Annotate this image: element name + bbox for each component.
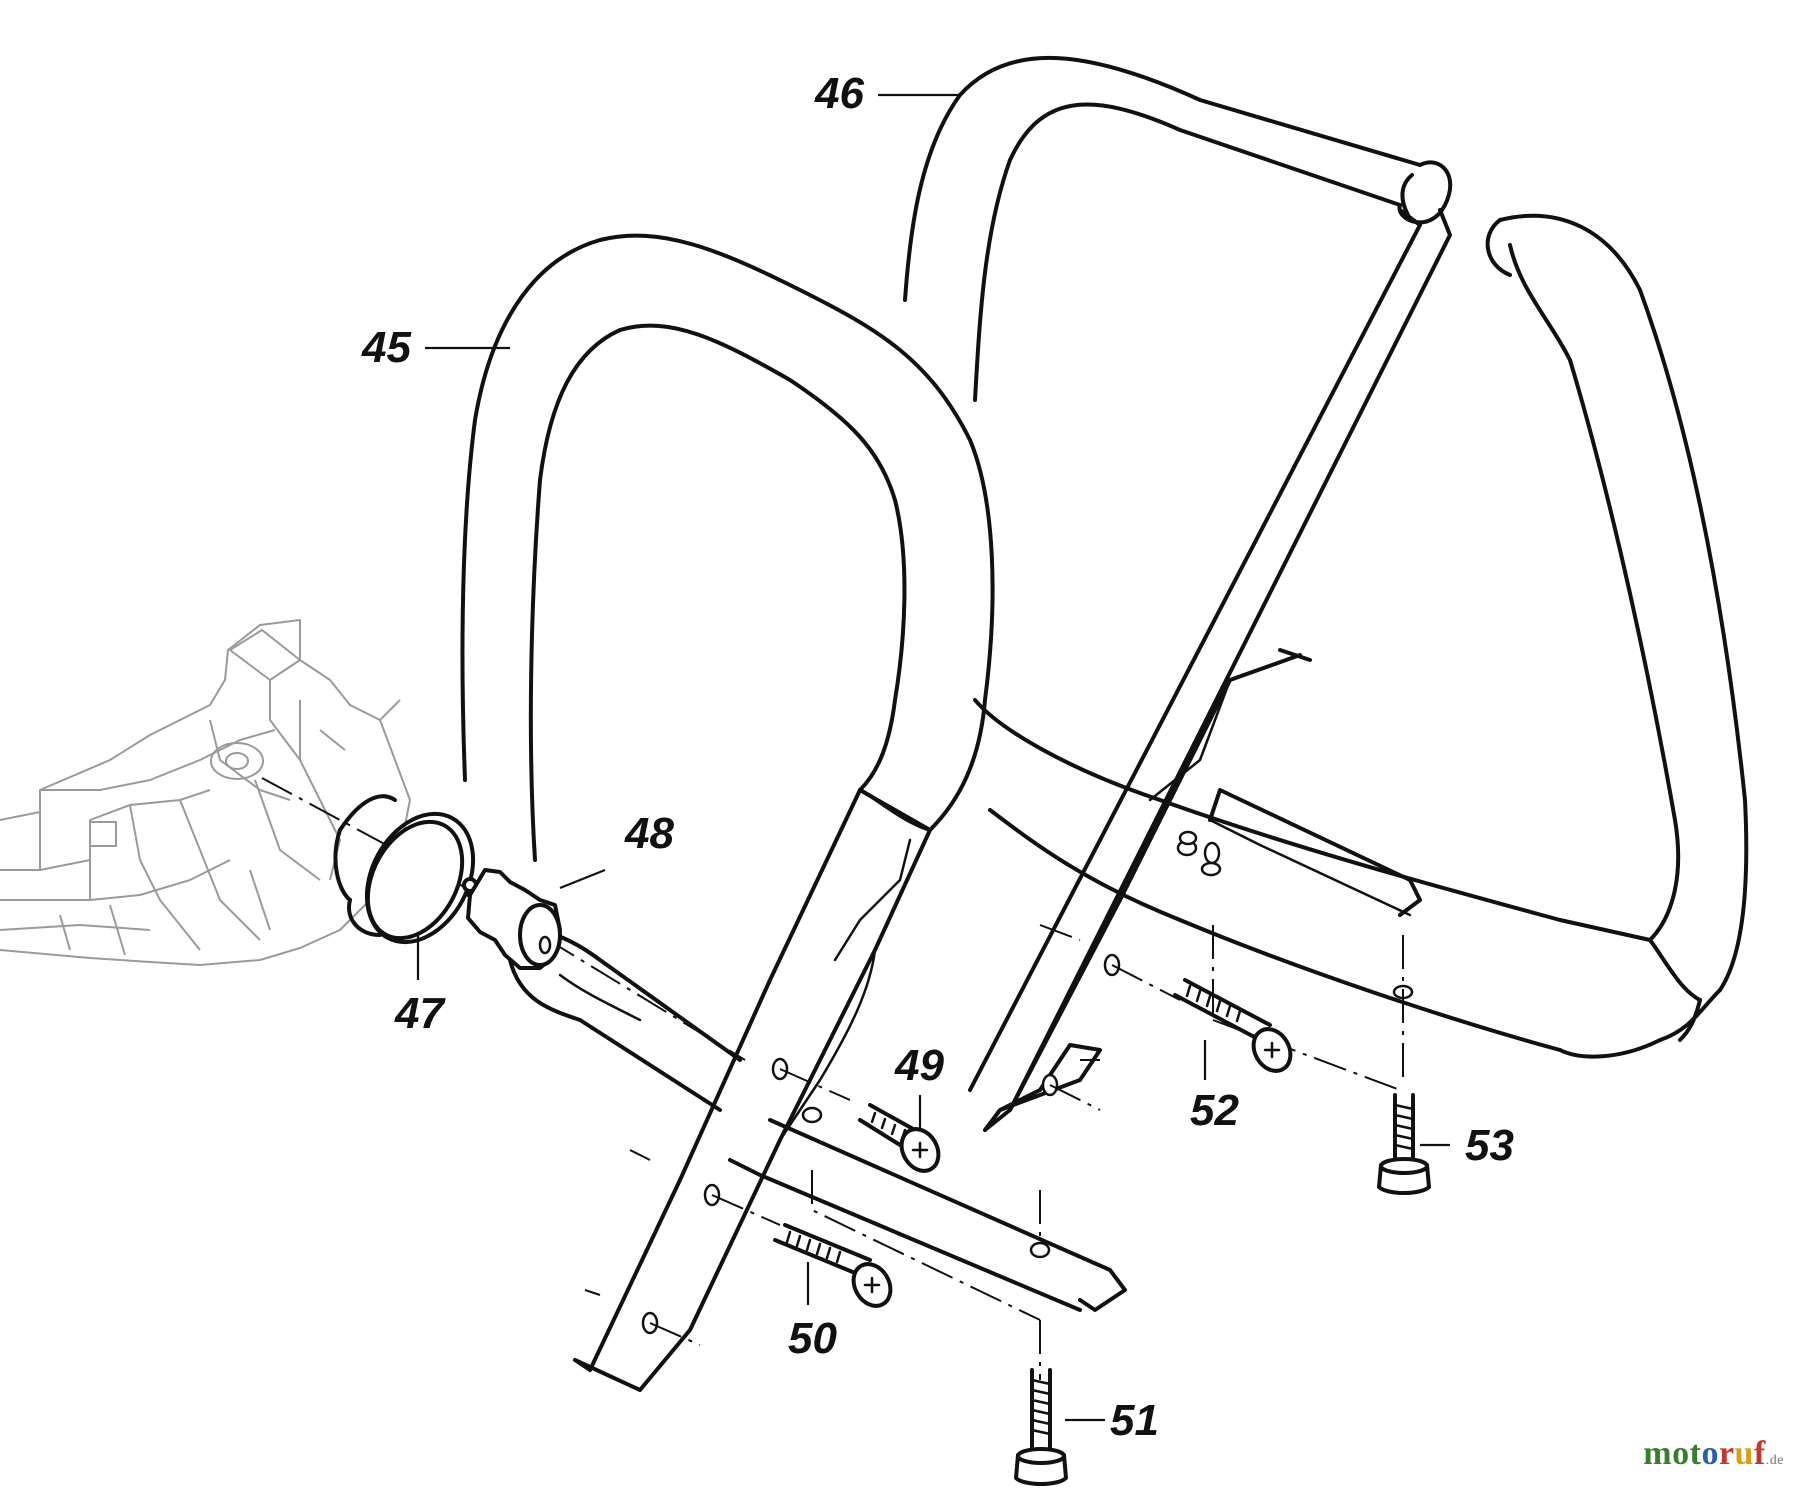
part-label-47: 47 xyxy=(394,989,446,1038)
watermark-letter: u xyxy=(1734,1435,1754,1472)
watermark-suffix: .de xyxy=(1765,1453,1784,1468)
part-label-46: 46 xyxy=(814,69,864,118)
front-handle-bow xyxy=(460,233,1127,1392)
part-labels: 46 45 48 47 49 50 51 52 53 xyxy=(361,69,1514,1445)
screw-49 xyxy=(858,1103,941,1173)
part-label-52: 52 xyxy=(1190,1086,1239,1135)
part-label-48: 48 xyxy=(624,809,674,858)
part-label-50: 50 xyxy=(788,1314,837,1363)
watermark-letter: f xyxy=(1753,1435,1766,1472)
screw-52 xyxy=(1173,978,1293,1073)
watermark-brand: motoruf xyxy=(1643,1435,1766,1472)
part-label-45: 45 xyxy=(361,323,411,372)
site-watermark: motoruf.de xyxy=(1643,1435,1784,1473)
screw-50 xyxy=(773,1223,893,1308)
assembly-axis-47-48 xyxy=(261,777,471,891)
buffer-cup xyxy=(333,794,476,945)
watermark-letter: r xyxy=(1718,1435,1735,1472)
watermark-letter: t xyxy=(1689,1435,1702,1472)
screw-53 xyxy=(1377,1093,1431,1195)
engine-housing-sketch xyxy=(0,619,411,966)
leader-lines xyxy=(416,93,1450,1422)
screw-51 xyxy=(1014,1368,1068,1486)
part-label-51: 51 xyxy=(1110,1396,1159,1445)
part-label-49: 49 xyxy=(894,1041,944,1090)
rear-handle-bar xyxy=(903,55,1749,1132)
watermark-letter: o xyxy=(1672,1435,1690,1472)
watermark-letter: o xyxy=(1701,1435,1719,1472)
part-label-53: 53 xyxy=(1465,1121,1514,1170)
knob-nut xyxy=(462,868,562,970)
watermark-letter: m xyxy=(1643,1435,1673,1472)
